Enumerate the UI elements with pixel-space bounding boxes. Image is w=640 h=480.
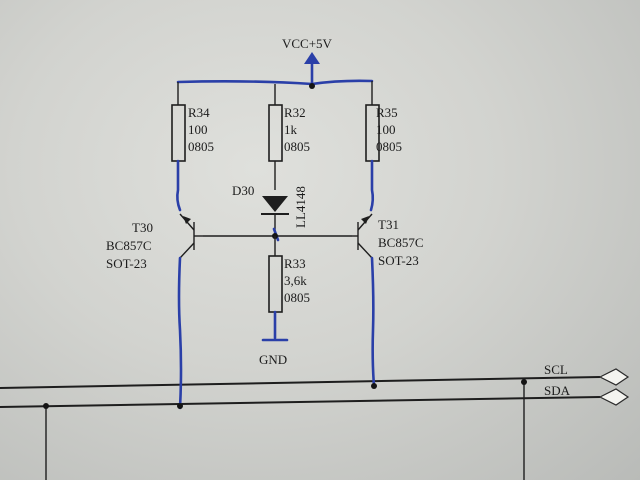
- d30-ref: D30: [232, 183, 254, 198]
- sda-line: [0, 396, 601, 408]
- r33-value: 3,6k: [284, 273, 307, 288]
- r33-body: [268, 255, 283, 313]
- r34-package: 0805: [188, 139, 214, 154]
- t30-ref: T30: [132, 220, 153, 235]
- t31-package: SOT-23: [378, 253, 419, 268]
- r35-ref: R35: [376, 105, 398, 120]
- vcc-label: VCC+5V: [282, 36, 333, 51]
- r34-body: [171, 104, 186, 162]
- t30-collector: [179, 242, 195, 259]
- junction-bus-right: [521, 379, 527, 385]
- r35-value: 100: [376, 122, 396, 137]
- r32-body: [268, 104, 283, 162]
- r33-ref: R33: [284, 256, 306, 271]
- t31-ref: T31: [378, 217, 399, 232]
- gnd-label: GND: [259, 352, 287, 367]
- t30-collector-wire: [177, 256, 183, 410]
- sda-label: SDA: [544, 383, 571, 398]
- d30-diode-icon: [262, 196, 288, 212]
- junction-vcc: [309, 83, 315, 89]
- t30-emitter-arrow-icon: [183, 216, 191, 224]
- r34-lead-bottom: [176, 159, 182, 212]
- vcc-rail: [176, 79, 374, 86]
- d30-part: LL4148: [293, 186, 308, 228]
- r32-ref: R32: [284, 105, 306, 120]
- scl-port-arrow: [598, 368, 630, 386]
- r32-package: 0805: [284, 139, 310, 154]
- r34-ref: R34: [188, 105, 210, 120]
- t31-collector: [357, 242, 373, 259]
- junction-t30-sda: [177, 403, 183, 409]
- t30-part: BC857C: [106, 238, 152, 253]
- r34-value: 100: [188, 122, 208, 137]
- t31-emitter-arrow-icon: [361, 216, 369, 224]
- t30-package: SOT-23: [106, 256, 147, 271]
- t31-part: BC857C: [378, 235, 424, 250]
- r35-package: 0805: [376, 139, 402, 154]
- scl-label: SCL: [544, 362, 568, 377]
- r33-package: 0805: [284, 290, 310, 305]
- vcc-arrow-icon: [304, 52, 320, 64]
- r32-value: 1k: [284, 122, 298, 137]
- sda-port-arrow: [598, 388, 630, 406]
- junction-left: [43, 403, 49, 409]
- junction-t31-scl: [371, 383, 377, 389]
- scl-line: [0, 376, 601, 389]
- t31-collector-wire: [370, 256, 376, 388]
- r35-lead-bottom: [369, 159, 375, 212]
